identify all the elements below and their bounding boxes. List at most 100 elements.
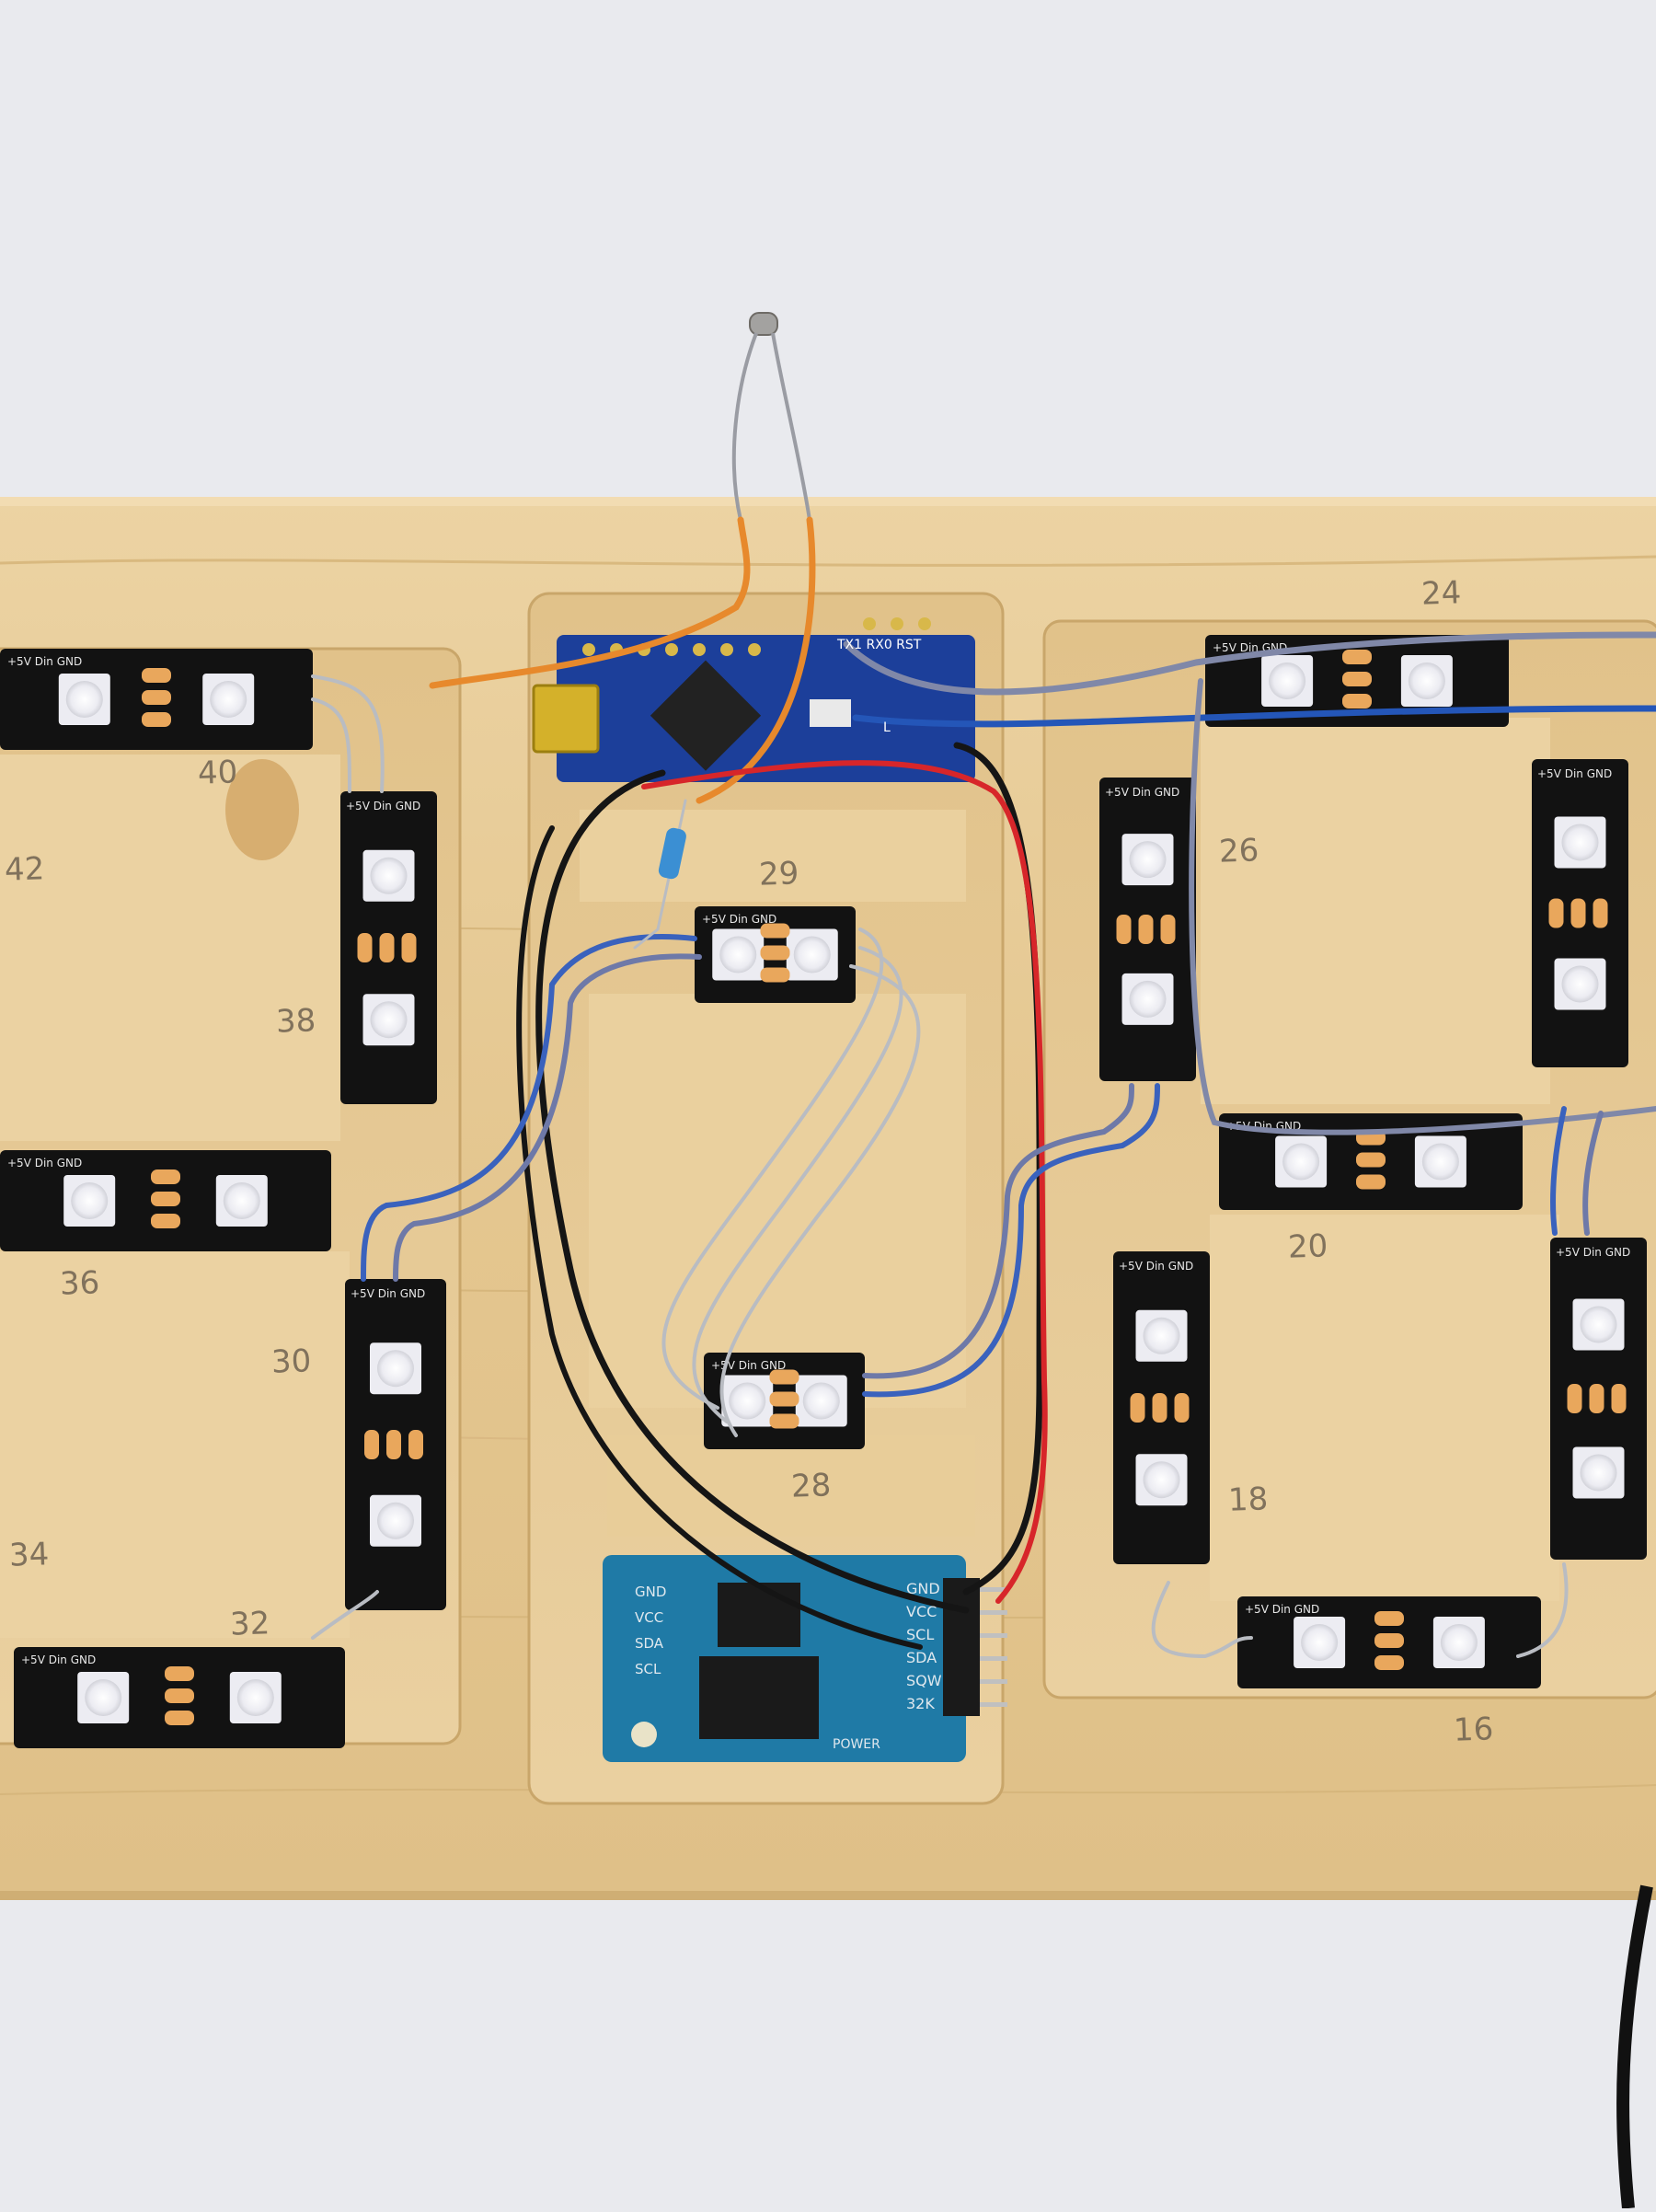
solder-pad [1130, 1393, 1145, 1423]
solder-pad [1374, 1633, 1404, 1648]
solder-pad [364, 1430, 379, 1459]
arduino-header-label: TX1 RX0 RST [836, 638, 922, 652]
solder-pad [1374, 1611, 1404, 1626]
strip-label: +5V Din GND [346, 800, 420, 812]
rtc-left-pin-label: SDA [635, 1635, 664, 1652]
label-16: 16 [1453, 1711, 1494, 1749]
solder-pad [1174, 1393, 1190, 1423]
black-wire [535, 769, 970, 1614]
solder-pad [760, 945, 790, 961]
orange-wire [429, 516, 751, 689]
solder-pad [769, 1391, 799, 1407]
solder-pad [1356, 1152, 1386, 1168]
led-strip: +5V Din GND [0, 649, 313, 750]
gray-wire [843, 631, 1656, 696]
led-strip: +5V Din GND [14, 1647, 345, 1748]
blue-wire [1582, 1111, 1604, 1236]
solder-pad [760, 923, 790, 939]
blue-wire [1550, 1106, 1567, 1236]
solder-pad [1160, 915, 1176, 944]
solder-pad [142, 690, 171, 705]
led-strip: +5V Din GND [1113, 1251, 1210, 1564]
solder-pad [1548, 898, 1564, 928]
label-29: 29 [758, 855, 799, 893]
strip-label: +5V Din GND [1105, 786, 1179, 799]
led-strip: +5V Din GND [345, 1279, 446, 1610]
black-wire [516, 825, 923, 1650]
led-strip: +5V Din GND [1205, 635, 1509, 727]
strip-label: +5V Din GND [1119, 1260, 1193, 1273]
rtc-left-pin-label: GND [635, 1584, 666, 1600]
rtc-pin-label: VCC [906, 1603, 937, 1620]
strip-label: +5V Din GND [1556, 1246, 1630, 1259]
solder-pad [1570, 898, 1586, 928]
solder-pad [165, 1666, 194, 1681]
rtc-left-pin-label: SCL [635, 1661, 661, 1677]
led-strip: +5V Din GND [704, 1353, 865, 1449]
solder-pad [386, 1430, 401, 1459]
silver-wire [311, 674, 385, 793]
label-28: 28 [790, 1467, 832, 1505]
solder-pad [760, 967, 790, 983]
strip-label: +5V Din GND [351, 1287, 425, 1300]
solder-pad [1589, 1384, 1604, 1413]
solder-pad [1611, 1384, 1627, 1413]
strip-label: +5V Din GND [7, 1157, 82, 1169]
gray-wire [1189, 678, 1656, 1135]
led-strip: +5V Din GND [1237, 1596, 1541, 1688]
rtc-pin-label: SDA [906, 1649, 937, 1666]
solder-pad [357, 933, 373, 962]
rtc-power-label: POWER [833, 1737, 880, 1752]
power-cable [1616, 1884, 1653, 2209]
orange-wire [696, 516, 816, 804]
led-strip: +5V Din GND [695, 906, 856, 1003]
led-strip: +5V Din GND [340, 791, 437, 1104]
solder-pad [408, 1430, 423, 1459]
rtc-pin-label: SQW [906, 1672, 942, 1689]
label-34: 34 [8, 1536, 50, 1574]
arduino-l-label: L [883, 720, 891, 735]
strip-label: +5V Din GND [1537, 767, 1612, 780]
led-strip: +5V Din GND [0, 1150, 331, 1251]
strip-label: +5V Din GND [21, 1653, 96, 1666]
label-26: 26 [1218, 832, 1259, 870]
strip-label: +5V Din GND [7, 655, 82, 668]
label-32: 32 [229, 1605, 270, 1643]
led-strip-group: +5V Din GND +5V Din GND +5V Din GND +5V Din… [0, 635, 1647, 1748]
label-40: 40 [197, 754, 238, 792]
solder-pad [1342, 672, 1372, 686]
blue-wire [862, 1083, 1160, 1398]
strip-label: +5V Din GND [711, 1359, 786, 1372]
silver-wire [311, 1590, 379, 1640]
label-30: 30 [270, 1342, 312, 1381]
blue-wire [852, 705, 1656, 728]
solder-pad [1138, 915, 1154, 944]
solder-pad [769, 1413, 799, 1429]
wires [311, 516, 1656, 1659]
solder-pad [165, 1711, 194, 1725]
silver-wire [311, 697, 351, 793]
led-strip: +5V Din GND [1550, 1238, 1647, 1560]
resistor [633, 799, 687, 950]
solder-pad [151, 1214, 180, 1228]
red-wire [641, 760, 1048, 1604]
strip-label: +5V Din GND [702, 913, 776, 926]
solder-pad [142, 668, 171, 683]
label-36: 36 [59, 1264, 100, 1303]
rtc-left-pin-label: VCC [635, 1609, 663, 1626]
arduino-nano [532, 617, 975, 782]
label-38: 38 [275, 1002, 316, 1041]
blue-wire [862, 1083, 1134, 1379]
silver-wire [719, 964, 921, 1437]
photoresistor [731, 312, 811, 521]
rtc-pin-label: GND [906, 1580, 940, 1597]
silver-wire [1151, 1581, 1253, 1659]
solder-pad [165, 1688, 194, 1703]
label-24: 24 [1420, 574, 1462, 613]
solder-pad [379, 933, 395, 962]
rtc-pin-label: SCL [906, 1626, 934, 1643]
led-strip: +5V Din GND [1532, 759, 1628, 1067]
solder-pad [1152, 1393, 1167, 1423]
solder-pad [1116, 915, 1132, 944]
